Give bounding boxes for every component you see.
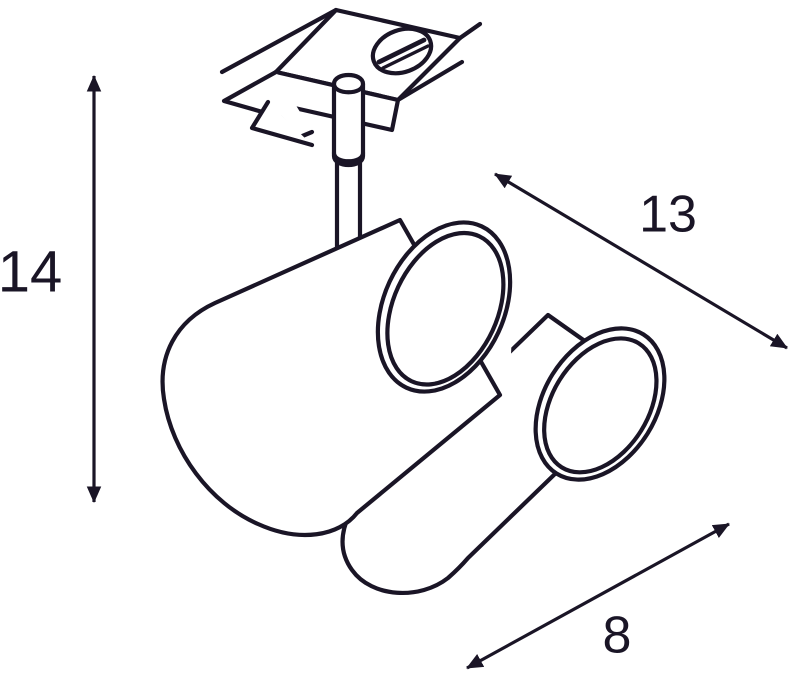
dimension-depth-label: 13 [639, 186, 697, 244]
upper-stem-tube [331, 72, 366, 168]
dimension-width-8: 8 [466, 522, 730, 670]
adjustment-screw-icon [370, 26, 434, 76]
dimension-height-14: 14 [0, 75, 102, 503]
spotlight-cylinder-rear [340, 312, 667, 596]
dimension-width-arrow [466, 522, 730, 670]
spotlight-cylinder-front [160, 217, 513, 537]
dimension-width-label: 8 [603, 607, 632, 665]
dimension-depth-13: 13 [494, 172, 788, 350]
dimension-height-label: 14 [0, 239, 62, 304]
dimension-depth-arrow [494, 172, 788, 350]
